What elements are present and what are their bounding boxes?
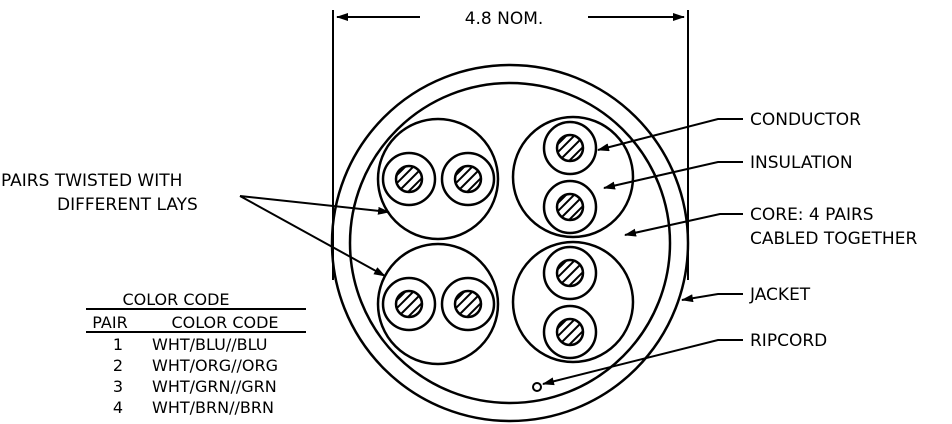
twisted-pair-4 bbox=[511, 240, 635, 364]
label-conductor: CONDUCTOR bbox=[750, 110, 861, 130]
table-cell-color: WHT/ORG//ORG bbox=[152, 356, 278, 375]
label-pairs-line2: DIFFERENT LAYS bbox=[57, 195, 198, 215]
dimension-text: 4.8 NOM. bbox=[465, 9, 544, 29]
table-cell-pair: 4 bbox=[113, 398, 123, 417]
color-code-table: COLOR CODE PAIR COLOR CODE 1 WHT/BLU//BL… bbox=[86, 290, 306, 417]
cable-jacket bbox=[330, 63, 690, 423]
table-header-pair: PAIR bbox=[92, 313, 127, 332]
label-core-line2: CABLED TOGETHER bbox=[750, 229, 917, 249]
table-cell-color: WHT/BLU//BLU bbox=[152, 335, 267, 354]
twisted-pair-1 bbox=[376, 117, 500, 241]
table-cell-pair: 2 bbox=[113, 356, 123, 375]
table-header-color-code: COLOR CODE bbox=[171, 313, 278, 332]
table-cell-pair: 3 bbox=[113, 377, 123, 396]
label-core-line1: CORE: 4 PAIRS bbox=[750, 205, 874, 225]
color-code-title: COLOR CODE bbox=[122, 290, 229, 309]
twisted-pair-2 bbox=[376, 242, 500, 366]
label-insulation: INSULATION bbox=[750, 153, 853, 173]
label-pairs-line1: PAIRS TWISTED WITH bbox=[1, 171, 182, 191]
label-jacket: JACKET bbox=[749, 285, 811, 305]
ripcord bbox=[532, 382, 542, 392]
label-ripcord: RIPCORD bbox=[750, 331, 827, 351]
table-cell-color: WHT/GRN//GRN bbox=[152, 377, 277, 396]
leader-lines bbox=[239, 118, 743, 386]
dimension-line bbox=[332, 10, 689, 280]
cable-core bbox=[348, 81, 672, 405]
table-cell-pair: 1 bbox=[113, 335, 123, 354]
twisted-pair-3 bbox=[511, 115, 635, 239]
table-cell-color: WHT/BRN//BRN bbox=[152, 398, 274, 417]
